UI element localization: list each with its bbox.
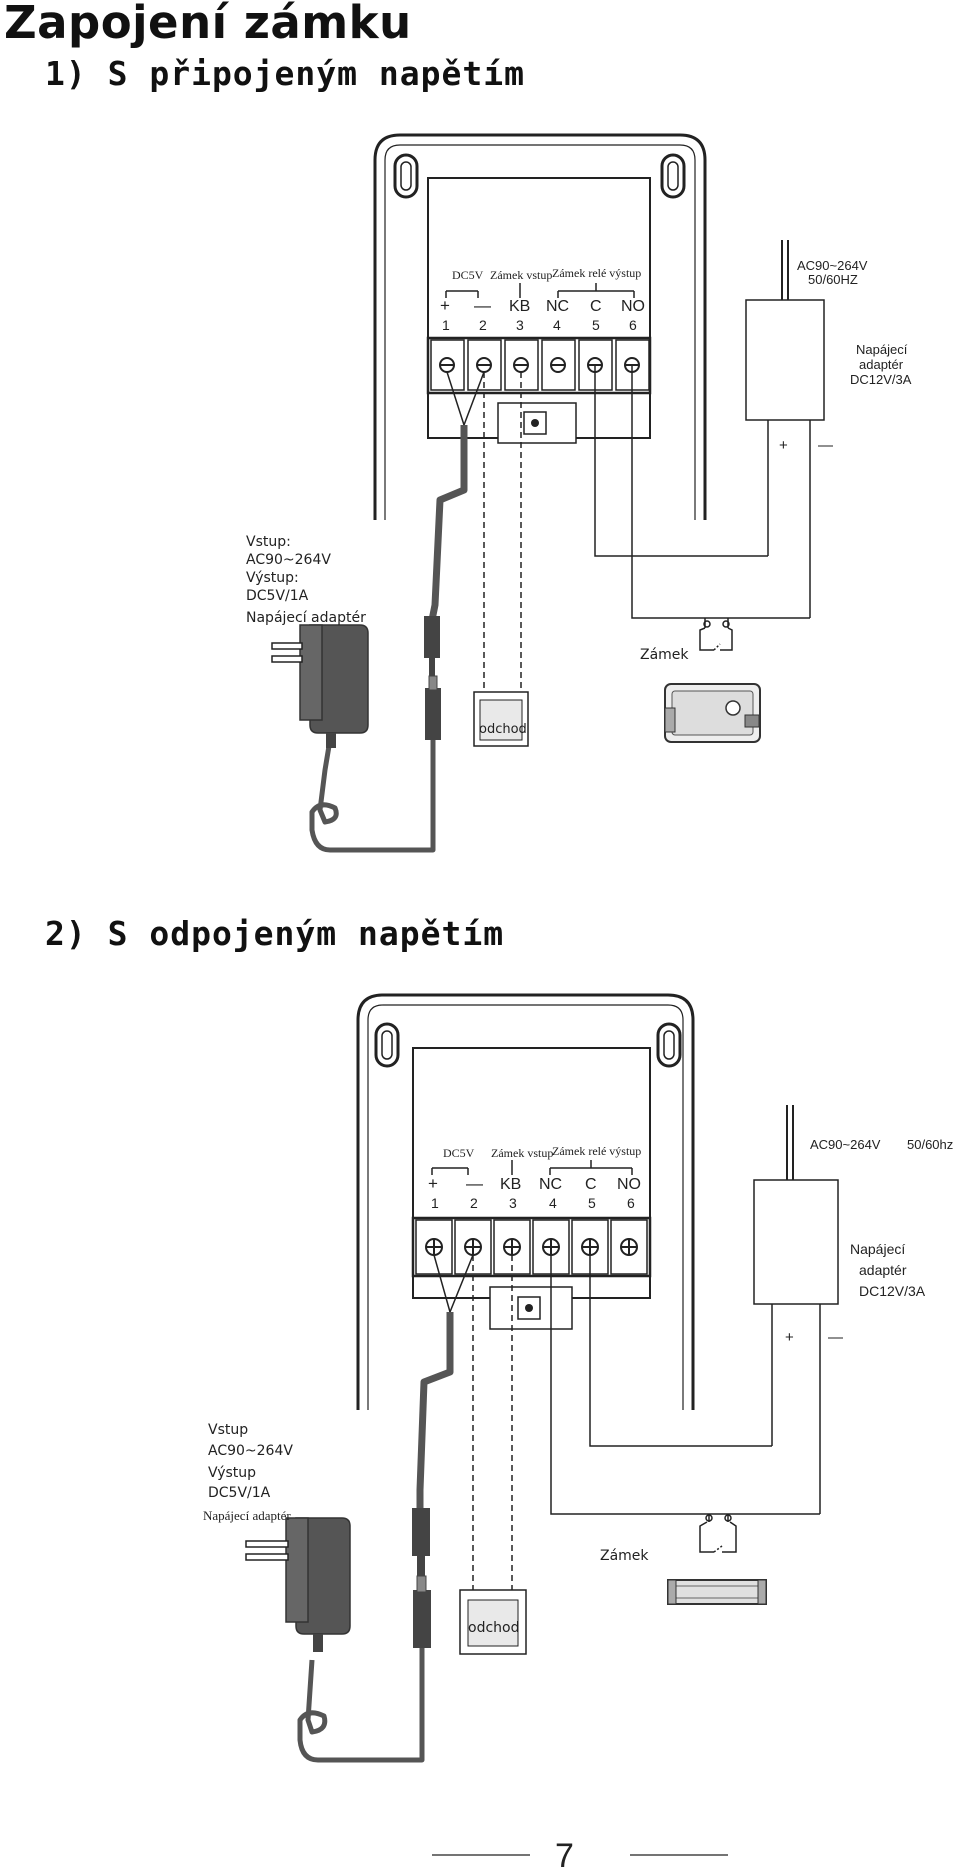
- terminal-number-3: 3: [509, 1195, 517, 1211]
- terminal-sign-1: +: [428, 1174, 438, 1193]
- lock-contact-symbol: [699, 620, 733, 651]
- lock-device: [667, 1579, 767, 1605]
- mount-slot-right: [660, 153, 686, 199]
- adapter-label-1: Napájecí: [856, 342, 908, 357]
- terminal-number-6: 6: [629, 317, 637, 333]
- terminal-group-relay: Zámek relé výstup: [552, 266, 641, 280]
- terminal-number-4: 4: [549, 1195, 557, 1211]
- terminal-sign-5: C: [585, 1176, 597, 1193]
- lock-device: [664, 683, 761, 743]
- section-heading-2: 2) S odpojeným napětím: [45, 914, 505, 953]
- exit-label: odchod: [479, 722, 527, 737]
- circuit-board: [427, 177, 651, 439]
- terminal-sign-4: NC: [546, 298, 569, 315]
- terminal-number-5: 5: [588, 1195, 596, 1211]
- terminal-sign-1: +: [440, 296, 450, 315]
- wiring-diagram-1: DC5V Zámek vstup Zámek relé výstup + — K…: [246, 133, 912, 853]
- power-adapter-12v: [745, 299, 825, 421]
- terminal-number-1: 1: [431, 1195, 439, 1211]
- terminal-block: [426, 336, 652, 395]
- terminal-number-2: 2: [470, 1195, 478, 1211]
- adapter-minus: —: [818, 437, 833, 454]
- adapter-label-1: Napájecí: [850, 1241, 905, 1257]
- mains-spec-1: AC90~264V: [797, 258, 868, 273]
- psu-wall-adapter: [245, 1517, 351, 1652]
- terminal-number-4: 4: [553, 317, 561, 333]
- page-number: 7: [555, 1837, 574, 1867]
- adapter-plus: +: [785, 1329, 794, 1346]
- psu-out-1: Výstup:: [246, 570, 299, 586]
- terminal-sign-6: NO: [621, 298, 645, 315]
- page-title: Zapojení zámku: [4, 0, 412, 49]
- psu-out-1: Výstup: [208, 1465, 256, 1481]
- dc-plug-top: [424, 616, 440, 658]
- adapter-minus: —: [828, 1329, 843, 1346]
- mains-spec-1: AC90~264V: [810, 1137, 881, 1152]
- adapter-label-3: DC12V/3A: [859, 1283, 926, 1299]
- psu-out-2: DC5V/1A: [246, 588, 309, 604]
- mains-spec-2: 50/60HZ: [808, 272, 858, 287]
- intercom-housing: [373, 133, 707, 520]
- dc-plug-bottom: [425, 688, 441, 740]
- lock-label: Zámek: [640, 647, 689, 663]
- wiring-diagram-2: DC5V Zámek vstup Zámek relé výstup + — K…: [203, 993, 953, 1763]
- mount-slot-right: [656, 1022, 682, 1068]
- exit-label: odchod: [468, 1620, 519, 1636]
- adapter-label-2: adaptér: [859, 1262, 907, 1278]
- power-adapter-12v: [753, 1179, 839, 1305]
- psu-name: Napájecí adaptér: [203, 1508, 291, 1523]
- section-heading-1: 1) S připojeným napětím: [45, 54, 525, 93]
- adapter-label-3: DC12V/3A: [850, 372, 912, 387]
- terminal-number-2: 2: [479, 317, 487, 333]
- terminal-sign-5: C: [590, 298, 602, 315]
- mount-slot-left: [374, 1022, 400, 1068]
- adapter-label-2: adaptér: [859, 357, 904, 372]
- adapter-plus: +: [779, 437, 788, 454]
- terminal-group-kb: Zámek vstup: [490, 268, 552, 282]
- psu-name: Napájecí adaptér: [246, 610, 366, 626]
- intercom-housing: [356, 993, 695, 1410]
- terminal-group-relay: Zámek relé výstup: [552, 1144, 641, 1158]
- dc-plug-top: [412, 1508, 430, 1556]
- psu-in-1: Vstup: [208, 1422, 248, 1438]
- psu-in-2: AC90~264V: [208, 1443, 293, 1459]
- lock-label: Zámek: [600, 1548, 649, 1564]
- terminal-number-1: 1: [442, 317, 450, 333]
- psu-out-2: DC5V/1A: [208, 1485, 271, 1501]
- mains-spec-2: 50/60hz: [907, 1137, 953, 1152]
- dc-plug-bottom: [413, 1590, 431, 1648]
- terminal-sign-6: NO: [617, 1176, 641, 1193]
- psu-wall-adapter: [271, 624, 369, 748]
- terminal-sign-3: KB: [500, 1176, 521, 1193]
- terminal-number-5: 5: [592, 317, 600, 333]
- terminal-sign-4: NC: [539, 1176, 562, 1193]
- psu-in-1: Vstup:: [246, 534, 291, 550]
- terminal-sign-3: KB: [509, 298, 530, 315]
- terminal-group-kb: Zámek vstup: [491, 1146, 553, 1160]
- psu-in-2: AC90~264V: [246, 552, 331, 568]
- terminal-number-3: 3: [516, 317, 524, 333]
- terminal-number-6: 6: [627, 1195, 635, 1211]
- lock-contact-symbol: [699, 1514, 737, 1553]
- terminal-group-dc5v: DC5V: [452, 268, 484, 282]
- terminal-sign-2: —: [466, 1174, 483, 1193]
- terminal-sign-2: —: [474, 296, 491, 315]
- terminal-group-dc5v: DC5V: [443, 1146, 475, 1160]
- mount-slot-left: [393, 153, 419, 199]
